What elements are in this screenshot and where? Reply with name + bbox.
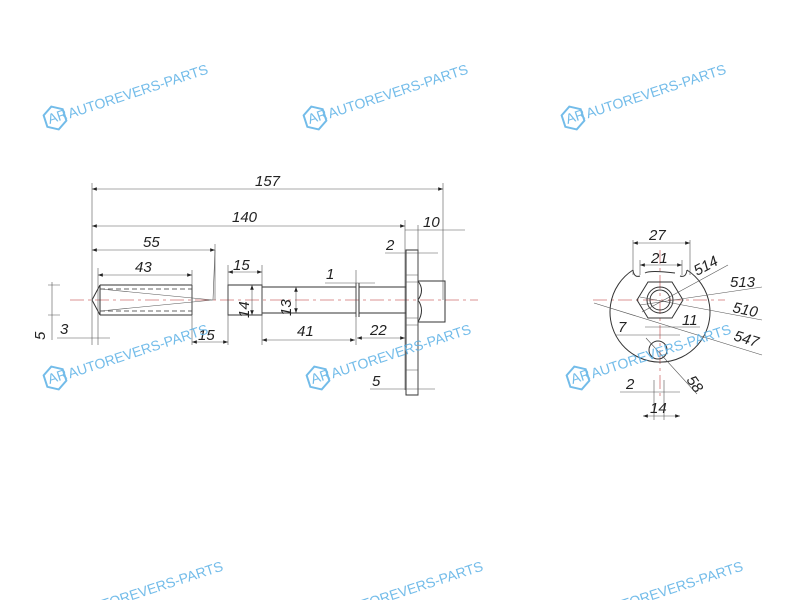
flange-outline [609,269,711,363]
dim-1: 1 [326,266,334,283]
dim-547: 547 [732,328,762,352]
svg-text:AUTOREVERS-PARTS: AUTOREVERS-PARTS [66,321,210,381]
svg-text:AR: AR [46,366,69,387]
dim-22: 22 [369,322,387,339]
dim-513: 513 [730,274,756,291]
dim-13: 13 [278,299,295,316]
end-view: 27 21 514 513 510 11 7 547 58 2 14 [593,227,763,420]
dim-43: 43 [135,259,152,276]
dim-15-top: 15 [233,257,250,274]
dim-2: 2 [385,237,395,254]
svg-text:AUTOREVERS-PARTS: AUTOREVERS-PARTS [81,558,225,600]
svg-text:AUTOREVERS-PARTS: AUTOREVERS-PARTS [329,321,473,381]
watermark: AR AUTOREVERS-PARTS [305,321,473,391]
flange [405,249,419,396]
watermark: AUTOREVERS-PARTS [81,558,225,600]
dim-10: 10 [423,214,440,231]
watermarks: AR AUTOREVERS-PARTS AR AUTOREVERS-PARTS … [42,61,745,600]
svg-text:AUTOREVERS-PARTS: AUTOREVERS-PARTS [66,61,210,121]
watermark: AR AUTOREVERS-PARTS [302,61,470,131]
hex-nut [636,281,684,319]
svg-text:AUTOREVERS-PARTS: AUTOREVERS-PARTS [589,321,733,381]
dim-11: 11 [682,312,698,329]
watermark: AUTOREVERS-PARTS [341,558,485,600]
svg-text:AUTOREVERS-PARTS: AUTOREVERS-PARTS [584,61,728,121]
dim-140: 140 [232,209,258,226]
dim-14-end: 14 [650,400,667,417]
dim-27: 27 [648,227,666,244]
dim-58: 58 [683,373,707,397]
dim-514: 514 [691,253,721,280]
svg-text:AUTOREVERS-PARTS: AUTOREVERS-PARTS [341,558,485,600]
dim-510: 510 [731,299,760,321]
dim-15-bottom: 15 [198,327,215,344]
dim-7: 7 [618,319,627,336]
svg-text:AR: AR [309,366,332,387]
svg-text:AR: AR [564,106,587,127]
dim-3: 3 [60,321,69,338]
svg-text:AUTOREVERS-PARTS: AUTOREVERS-PARTS [326,61,470,121]
watermark: AR AUTOREVERS-PARTS [560,61,728,131]
dim-157: 157 [255,173,281,190]
svg-text:AR: AR [306,106,329,127]
dim-5-left: 5 [32,331,49,340]
dim-5-bottom: 5 [372,373,381,390]
side-view: 157 140 10 2 55 43 15 1 14 13 5 3 15 41 … [32,173,478,396]
dim-21: 21 [650,250,668,267]
head [417,280,446,323]
watermark: AR AUTOREVERS-PARTS [42,61,210,131]
dim-2-end: 2 [625,376,635,393]
svg-text:AUTOREVERS-PARTS: AUTOREVERS-PARTS [601,558,745,600]
dim-41: 41 [297,323,314,340]
watermark: AUTOREVERS-PARTS [601,558,745,600]
svg-text:AR: AR [569,366,592,387]
watermark: AR AUTOREVERS-PARTS [565,321,733,391]
dim-55: 55 [143,234,160,251]
svg-text:AR: AR [46,106,69,127]
dim-14: 14 [236,301,253,318]
